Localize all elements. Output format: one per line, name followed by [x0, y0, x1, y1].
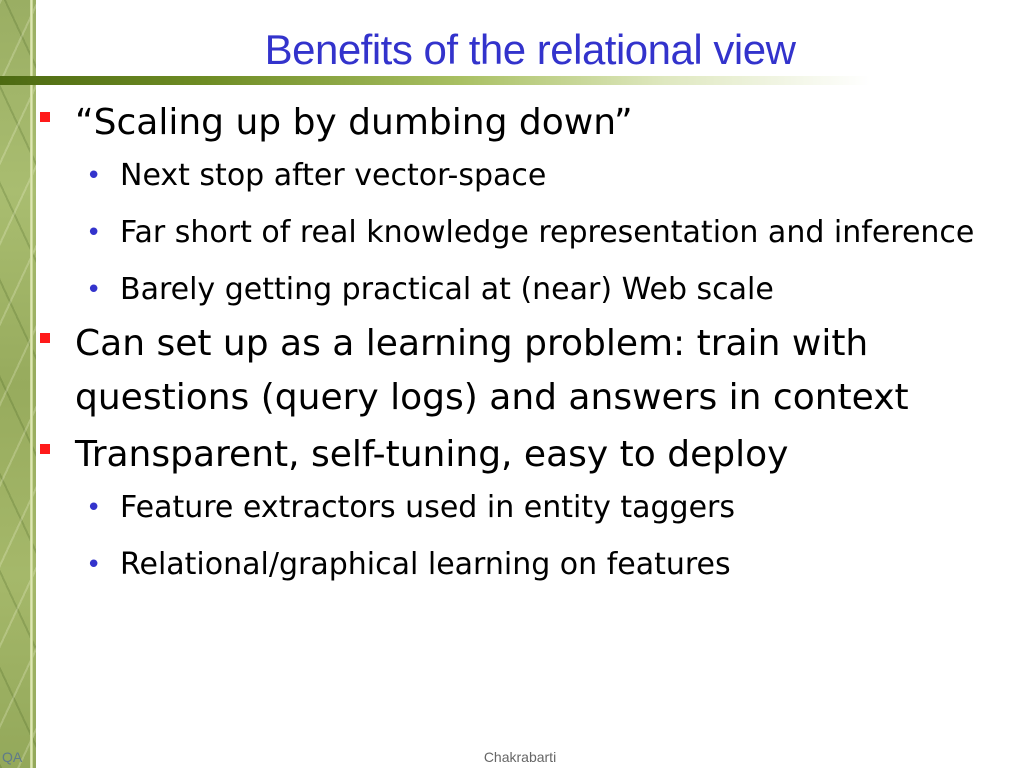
footer-author: Chakrabarti — [483, 749, 557, 765]
subbullet-text: Far short of real knowledge representati… — [120, 215, 975, 250]
slide-title: Benefits of the relational view — [264, 26, 796, 73]
bullet-learning-problem: Can set up as a learning problem: train … — [40, 317, 1000, 425]
subbullet-feature-extractors: • Feature extractors used in entity tagg… — [86, 485, 1000, 531]
red-square-bullet-icon — [40, 444, 50, 454]
blue-dot-bullet-icon: • — [86, 550, 102, 580]
title-underline-rule — [0, 76, 1024, 85]
footer-section-label: QA — [2, 749, 23, 765]
subbullet-next-stop: • Next stop after vector-space — [86, 153, 1000, 199]
subbullet-text: Relational/graphical learning on feature… — [120, 547, 731, 582]
bullet-text: Transparent, self-tuning, easy to deploy — [75, 434, 789, 475]
subbullet-barely-practical: • Barely getting practical at (near) Web… — [86, 267, 1000, 313]
bullet-text: “Scaling up by dumbing down” — [75, 102, 633, 143]
red-square-bullet-icon — [40, 333, 50, 343]
subbullet-text: Barely getting practical at (near) Web s… — [120, 272, 774, 307]
bullet-transparent: Transparent, self-tuning, easy to deploy — [40, 428, 1000, 482]
blue-dot-bullet-icon: • — [86, 161, 102, 191]
blue-dot-bullet-icon: • — [86, 493, 102, 523]
blue-dot-bullet-icon: • — [86, 218, 102, 248]
leaf-vein-decoration — [30, 0, 33, 768]
red-square-bullet-icon — [40, 112, 50, 122]
bullet-text: Can set up as a learning problem: train … — [75, 323, 909, 418]
subbullet-relational-learning: • Relational/graphical learning on featu… — [86, 542, 1000, 588]
subbullet-text: Feature extractors used in entity tagger… — [120, 490, 736, 525]
subbullet-text: Next stop after vector-space — [120, 158, 547, 193]
blue-dot-bullet-icon: • — [86, 275, 102, 305]
subbullet-far-short: • Far short of real knowledge representa… — [86, 210, 1000, 256]
slide-content: “Scaling up by dumbing down” • Next stop… — [40, 96, 1000, 599]
bullet-scaling-up: “Scaling up by dumbing down” — [40, 96, 1000, 150]
